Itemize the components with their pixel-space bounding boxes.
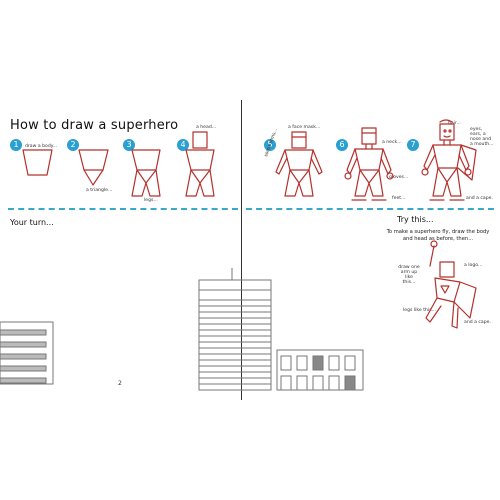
flying-superhero-drawing — [425, 240, 477, 329]
step2-triangle-drawing — [83, 169, 104, 186]
step-badge-3: 3 — [123, 139, 135, 151]
try-this-text: To make a superhero fly, draw the body a… — [386, 229, 490, 242]
note-body: draw a body... — [25, 144, 58, 149]
step5-arms-drawing — [275, 131, 323, 197]
note-cape-fly: and a cape. — [464, 320, 491, 325]
step4-head-drawing — [185, 131, 215, 197]
step-badge-4: 4 — [177, 139, 189, 151]
note-feet: feet... — [392, 196, 406, 201]
step-badge-7: 7 — [407, 139, 419, 151]
note-triangle: a triangle... — [86, 188, 113, 193]
note-head: a head... — [196, 125, 217, 130]
note-hair: hair... — [448, 121, 461, 126]
page-gutter — [241, 100, 242, 400]
note-arm-up: draw one arm up like this... — [398, 265, 420, 285]
step-badge-2: 2 — [67, 139, 79, 151]
note-cape: and a cape. — [466, 196, 493, 201]
note-legs: legs... — [144, 198, 158, 203]
note-neck: a neck... — [382, 140, 402, 145]
dashed-divider-right — [246, 208, 494, 210]
page-number: 2 — [118, 380, 122, 387]
note-legs-fly: legs like this... — [403, 308, 436, 313]
building-right-drawing — [276, 349, 364, 391]
step3-legs-drawing — [131, 149, 161, 197]
dashed-divider-left — [8, 208, 238, 210]
step6-details-drawing — [344, 127, 394, 201]
building-center-drawing — [198, 268, 272, 391]
note-face-features: eyes, ears, a nose and a mouth... — [470, 127, 494, 147]
step1-body-drawing — [22, 149, 53, 176]
step7-finished-drawing — [421, 119, 477, 201]
note-face-mask: a face mask... — [288, 125, 321, 130]
step-badge-5: 5 — [264, 139, 276, 151]
step-badge-1: 1 — [10, 139, 22, 151]
try-this-heading: Try this... — [397, 215, 434, 224]
your-turn-label: Your turn... — [10, 218, 54, 227]
building-left-drawing — [0, 321, 54, 385]
note-gloves: gloves... — [389, 175, 409, 180]
step2-body-drawing — [78, 149, 109, 171]
note-logo: a logo... — [464, 263, 483, 268]
page-title: How to draw a superhero — [10, 118, 179, 133]
step-badge-6: 6 — [336, 139, 348, 151]
